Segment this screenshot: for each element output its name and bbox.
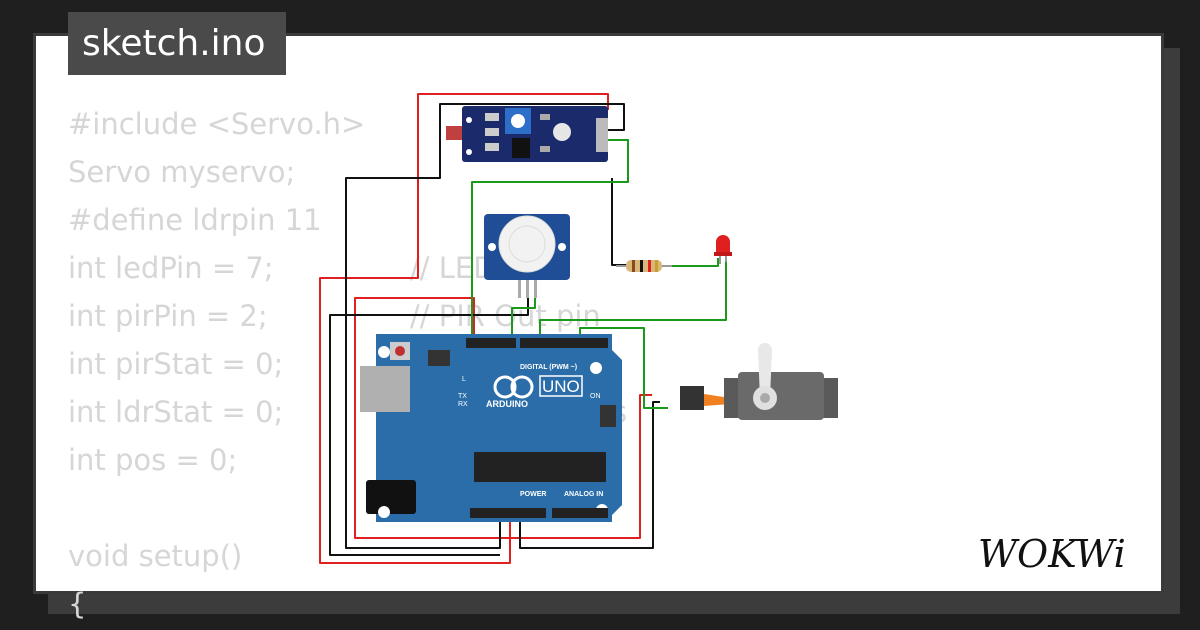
power-label: POWER [520,491,546,498]
wire-black-pir [329,280,529,556]
code-editor[interactable]: #include <Servo.h> Servo myservo; #defin… [68,100,365,628]
code-line: int pos = 0; [68,443,238,477]
wire-black-servo [519,401,660,549]
code-line: void setup() [68,539,243,573]
wire-red-servo [354,297,652,539]
wire-black-resistor [611,178,628,266]
arduino-brand-text: ARDUINO [486,399,528,409]
code-line: int pirPin = 2; [68,299,268,333]
pir-motion-sensor [484,214,570,298]
red-led [714,235,732,264]
code-line: int pirStat = 0; [68,347,284,381]
wokwi-logo[interactable]: WOKWi [978,529,1150,577]
wire-black-ldr [345,103,625,549]
code-line: int ldrStat = 0; [68,395,284,429]
digital-pwm-label: DIGITAL (PWM ~) [520,364,577,371]
wire-led-resistor [660,258,719,267]
svg-text:WOKWi: WOKWi [978,532,1126,576]
arduino-uno-board [360,334,622,522]
code-line: int ledPin = 7; [68,251,274,285]
code-line: #define ldrpin 11 [68,203,322,237]
tx-label: TX [458,393,467,400]
arduino-model-text: UNO [542,377,580,396]
rx-label: RX [458,401,468,408]
servo-motor [680,343,838,420]
code-line: { [68,587,87,621]
analog-in-label: ANALOG IN [564,491,603,498]
ldr-sensor-module [446,106,608,162]
resistor [616,260,672,272]
file-tab[interactable]: sketch.ino [68,12,286,75]
code-line: #include <Servo.h> [68,107,366,141]
wire-red-ldr [319,93,609,564]
l-led-label: L [462,376,466,383]
code-line: Servo myservo; [68,155,296,189]
on-led-label: ON [590,393,601,400]
